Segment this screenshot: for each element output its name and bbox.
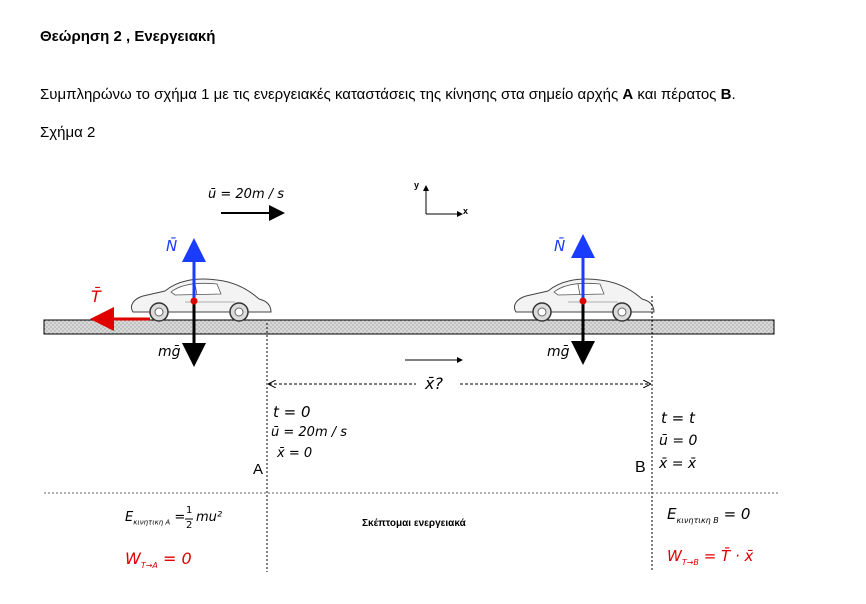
work-b: WT→B = T̄ · x̄ [667,547,753,567]
kinetic-a-subscript: κινητικη A [133,518,171,527]
displacement-label: x̄? [425,374,443,393]
kinetic-b-subscript: κινητικη B [676,516,719,525]
x-axis-label: x [463,206,469,216]
work-a-rhs: = 0 [162,549,192,568]
point-b-ref: Β [720,86,732,103]
kinetic-b-rhs: = 0 [723,505,751,523]
point-b-position: x̄ = x̄ [659,456,697,472]
fraction-numerator: 1 [186,505,193,516]
point-a-velocity: ū = 20m / s [271,425,348,440]
work-b-subscript: T→B [681,558,699,567]
work-a-symbol: W [125,549,141,568]
center-of-mass-right [579,297,587,305]
friction-label: T̄ [91,287,101,306]
kinetic-a-symbol: E [125,510,134,525]
work-b-rhs: = T̄ · x̄ [703,547,754,565]
work-a: WT→A = 0 [125,549,192,570]
ground-surface [43,319,775,335]
work-a-subscript: T→A [140,561,158,571]
paragraph-text-3: . [731,86,736,103]
energy-note: Σκέπτομαι ενεργειακά [362,518,466,529]
paragraph-text-2: και πέρατος [633,86,721,103]
kinetic-a-rhs: mu² [196,510,223,525]
velocity-label: ū = 20m / s [208,187,285,202]
point-b-letter: B [635,459,646,476]
paragraph-text-1: Συμπληρώνω το σχήμα 1 με τις ενεργειακές… [40,86,623,103]
normal-force-right-label: N̄ [554,237,566,255]
weight-left-label: mḡ [158,344,181,360]
kinetic-a-equals: = [174,510,186,525]
fraction-denominator: 2 [186,520,193,531]
y-axis-label: y [414,180,420,190]
point-a-ref: Α [622,86,634,103]
point-a-time: t = 0 [273,403,311,421]
point-b-time: t = t [661,409,695,427]
heading: Θεώρηση 2 , Ενεργειακή [40,28,216,45]
point-b-velocity: ū = 0 [659,433,698,449]
figure-label: Σχήμα 2 [40,124,96,141]
kinetic-energy-a: Eκινητικη A = [125,510,185,527]
work-b-symbol: W [667,547,682,565]
kinetic-energy-b: Eκινητικη B = 0 [667,505,750,525]
car-left-icon [130,278,272,322]
normal-force-left-label: N̄ [166,237,178,255]
intro-paragraph: Συμπληρώνω το σχήμα 1 με τις ενεργειακές… [40,86,736,103]
point-a-position: x̄ = 0 [277,446,313,461]
point-a-letter: A [253,461,264,478]
axes-icon [423,185,463,217]
weight-right-label: mḡ [547,344,570,360]
kinetic-b-symbol: E [667,505,677,523]
center-of-mass-left [190,297,198,305]
